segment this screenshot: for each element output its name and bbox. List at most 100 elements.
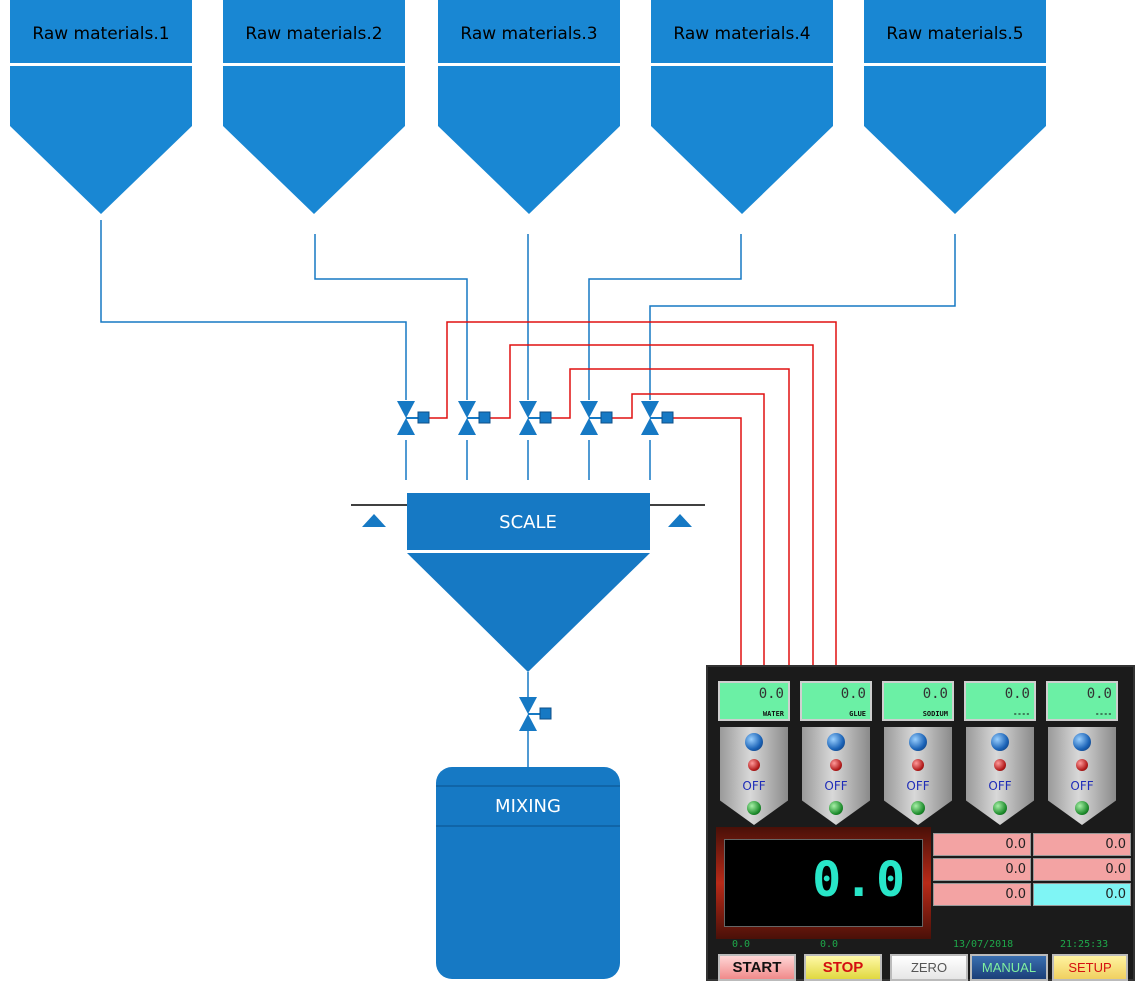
hopper-body: [864, 66, 1046, 214]
start-button[interactable]: START: [718, 954, 796, 981]
table-cell: 0.0: [933, 858, 1031, 881]
hopper-top: [864, 0, 1046, 63]
scale-body: [407, 493, 650, 550]
table-cell: 0.0: [1033, 883, 1131, 906]
blue-lamp-icon: [1073, 733, 1091, 751]
weight-value: 0.0: [812, 852, 908, 908]
feed-valve-1[interactable]: [397, 401, 430, 435]
table-cell: 0.0: [933, 833, 1031, 856]
hopper-body: [651, 66, 833, 214]
feed-line-1: [100, 220, 407, 400]
hopper-top: [651, 0, 833, 63]
channel-state: OFF: [1070, 779, 1094, 793]
manual-button[interactable]: MANUAL: [970, 954, 1048, 981]
feed-lines: [100, 220, 956, 767]
channel-state: OFF: [742, 779, 766, 793]
channel-state: OFF: [988, 779, 1012, 793]
feed-line-2: [314, 234, 468, 400]
signal-wire-3: [550, 368, 790, 668]
feed-valve-2[interactable]: [458, 401, 491, 435]
feed-valve-3[interactable]: [519, 401, 552, 435]
hopper-body: [10, 66, 192, 214]
red-lamp-icon: [994, 759, 1006, 771]
weight-display: 0.0: [716, 827, 931, 939]
mixing-tank: MIXING: [436, 767, 620, 979]
channel-name: SODIUM: [922, 710, 948, 718]
signal-wire-2: [489, 344, 814, 668]
hopper-3: Raw materials.3: [438, 0, 620, 214]
green-lamp-icon: [911, 801, 925, 815]
channel-display: 0.0 ----: [1046, 681, 1118, 721]
blue-lamp-icon: [991, 733, 1009, 751]
hopper-label: Raw materials.2: [245, 24, 382, 44]
channel-name: ----: [1095, 710, 1112, 718]
blue-lamp-icon: [745, 733, 763, 751]
hopper-4: Raw materials.4: [651, 0, 833, 214]
hopper-top: [438, 0, 620, 63]
red-lamp-icon: [830, 759, 842, 771]
green-lamp-icon: [829, 801, 843, 815]
channel-state: OFF: [824, 779, 848, 793]
setup-button[interactable]: SETUP: [1052, 954, 1128, 981]
channel-value: 0.0: [922, 686, 948, 702]
mixing-label: MIXING: [495, 796, 561, 817]
status-time: 21:25:33: [1060, 939, 1109, 950]
scale-label: SCALE: [499, 512, 557, 533]
stop-button[interactable]: STOP: [804, 954, 882, 981]
channel-name: GLUE: [849, 710, 866, 718]
channel-silo[interactable]: OFF: [966, 727, 1034, 825]
channel-name: ----: [1013, 710, 1030, 718]
channel-name: WATER: [762, 710, 784, 718]
signal-wire-5: [672, 417, 742, 668]
hopper-body: [438, 66, 620, 214]
hopper-label: Raw materials.5: [886, 24, 1023, 44]
channel-silo[interactable]: OFF: [1048, 727, 1116, 825]
hopper-5: Raw materials.5: [864, 0, 1046, 214]
scale: SCALE: [351, 493, 705, 672]
feed-line-4: [588, 234, 742, 400]
hopper-label: Raw materials.4: [673, 24, 810, 44]
blue-lamp-icon: [909, 733, 927, 751]
load-cell-left-icon: [362, 514, 386, 527]
channel-value: 0.0: [1004, 686, 1030, 702]
mixing-tank-body: [436, 767, 620, 979]
signal-wire-1: [428, 321, 837, 668]
channel-value: 0.0: [840, 686, 866, 702]
feed-line-5: [649, 234, 956, 400]
table-cell: 0.0: [933, 883, 1031, 906]
scale-cone: [407, 553, 650, 672]
signal-wire-4: [611, 393, 765, 668]
hopper-1: Raw materials.1: [10, 0, 192, 214]
feed-valve-5[interactable]: [641, 401, 674, 435]
blue-lamp-icon: [827, 733, 845, 751]
channel-value: 0.0: [758, 686, 784, 702]
channel-silo[interactable]: OFF: [802, 727, 870, 825]
discharge-valve[interactable]: [519, 697, 552, 731]
hopper-top: [223, 0, 405, 63]
table-cell: 0.0: [1033, 833, 1131, 856]
hopper-label: Raw materials.1: [32, 24, 169, 44]
signal-wires: [428, 321, 837, 668]
channel-state: OFF: [906, 779, 930, 793]
status-date: 13/07/2018: [953, 939, 1014, 950]
channel-silo[interactable]: OFF: [720, 727, 788, 825]
zero-button[interactable]: ZERO: [890, 954, 968, 981]
table-cell: 0.0: [1033, 858, 1131, 881]
hopper-2: Raw materials.2: [223, 0, 405, 214]
feed-valve-4[interactable]: [580, 401, 613, 435]
status-value-2: 0.0: [820, 939, 839, 950]
green-lamp-icon: [993, 801, 1007, 815]
channel-value: 0.0: [1086, 686, 1112, 702]
green-lamp-icon: [1075, 801, 1089, 815]
status-value-1: 0.0: [732, 939, 751, 950]
green-lamp-icon: [747, 801, 761, 815]
red-lamp-icon: [1076, 759, 1088, 771]
channel-silo[interactable]: OFF: [884, 727, 952, 825]
red-lamp-icon: [912, 759, 924, 771]
red-lamp-icon: [748, 759, 760, 771]
channel-display: 0.0 ----: [964, 681, 1036, 721]
